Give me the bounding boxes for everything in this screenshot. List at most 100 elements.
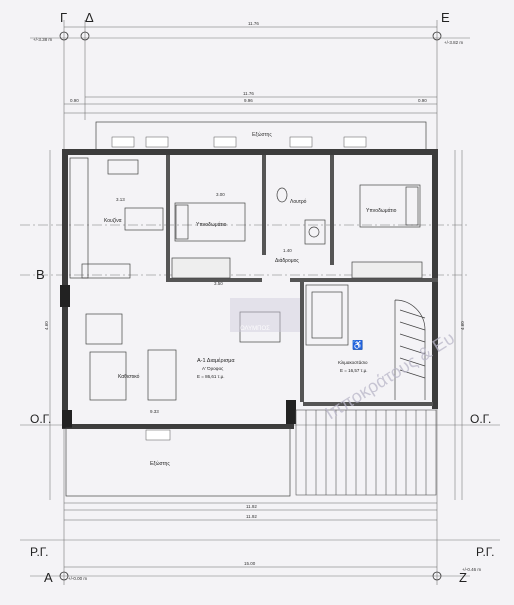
window-tag-3 xyxy=(213,136,237,148)
toilet xyxy=(276,187,288,203)
axis-markers xyxy=(59,31,442,581)
wall-bed-bath xyxy=(262,155,266,255)
armchair-group xyxy=(89,351,127,401)
axis-bubble-delta xyxy=(80,31,90,41)
apartment-floor: Α' Όροφος xyxy=(202,366,224,371)
axis-bubble-gamma xyxy=(59,31,69,41)
dim-top-overall: 11.76 xyxy=(248,21,259,26)
dim-balcony-height: 4.60 xyxy=(44,321,49,330)
watermark-logo-box xyxy=(230,298,300,332)
bedroom1: Υπνοδωμάτιο xyxy=(171,202,246,279)
dim-top-mid: 11.76 xyxy=(243,91,254,96)
interior-walls xyxy=(166,155,438,406)
sideboard xyxy=(147,349,177,401)
axis-bubble-epsilon xyxy=(432,31,442,41)
axis-label-gamma: Γ xyxy=(60,10,67,25)
spiral-stair xyxy=(394,299,426,400)
apartment-name: Α-1 Διαμέρισμα xyxy=(197,357,235,364)
dim-kitchen-width: 3.13 xyxy=(116,197,125,202)
stair-core: ♿ xyxy=(305,284,426,400)
kitchen-label: Κουζίνα xyxy=(104,218,122,224)
dim-corridor-width: 3.50 xyxy=(214,281,223,286)
dim-top-left-small: 0.90 xyxy=(70,98,79,103)
elevation-bottom-right: +/-0.46 m xyxy=(462,567,481,572)
watermark-logo: ΟΛΥΜΠΟΣ xyxy=(240,326,270,332)
wall-kitchen-bed xyxy=(166,155,170,280)
bed2 xyxy=(359,184,421,228)
axis-label-epsilon: Ε xyxy=(441,10,450,25)
dining-table-small xyxy=(124,207,164,231)
window-tag-1 xyxy=(111,136,135,148)
bedroom2: Υπνοδωμάτιο xyxy=(351,184,423,279)
stair-treads xyxy=(399,309,426,379)
dim-top-inner: 9.96 xyxy=(244,98,253,103)
window-tag-2 xyxy=(145,136,169,148)
axis-label-beta: Β xyxy=(36,267,45,282)
dim-hall-width: 1.40 xyxy=(283,248,292,253)
window-tag-4 xyxy=(289,136,313,148)
elevation-bottom-left: +/-0.00 m xyxy=(68,576,87,581)
bottom-balcony-outline xyxy=(65,427,291,497)
dim-living-width: 9.33 xyxy=(150,409,159,414)
lift-shaft xyxy=(305,284,349,346)
level-og-right: Ο.Γ. xyxy=(470,412,491,426)
column-bottom-mid xyxy=(286,400,296,424)
kitchen: Κουζίνα xyxy=(69,157,164,279)
wall-top xyxy=(62,149,438,155)
bed2-pillows xyxy=(405,186,419,226)
bottom-balcony: Εξώστης xyxy=(65,427,291,497)
living-label: Καθιστικό xyxy=(118,373,140,380)
kitchen-island xyxy=(81,263,131,279)
axis-bubble-alpha xyxy=(59,571,69,581)
sofa xyxy=(85,313,123,345)
level-labels: Ο.Γ. Ο.Γ. Ρ.Γ. Ρ.Γ. xyxy=(30,412,494,559)
axis-letters: Γ Δ Ε Α Ζ Β xyxy=(36,10,467,585)
level-rg-right: Ρ.Γ. xyxy=(476,545,494,559)
dim-lower-mid: 11.92 xyxy=(246,504,257,509)
axis-label-zeta: Ζ xyxy=(459,570,467,585)
hall-label: Διάδρομος xyxy=(275,257,299,264)
level-og-left: Ο.Γ. xyxy=(30,412,51,426)
apartment-area: Ε = 86,61 τ.μ. xyxy=(197,374,225,379)
elevation-top-left: +/-3.38 m xyxy=(33,37,52,42)
axis-bubble-zeta xyxy=(432,571,442,581)
stair-name: Κλιμακοστάσιο xyxy=(338,359,368,365)
level-rg-left: Ρ.Γ. xyxy=(30,545,48,559)
dim-bed1-width: 3.00 xyxy=(216,192,225,197)
stair-info: Κλιμακοστάσιο Ε = 16,57 τ.μ. xyxy=(338,359,368,373)
dimension-texts: 11.76 11.76 9.96 0.90 0.90 11.92 15.00 1… xyxy=(44,21,465,566)
bed1 xyxy=(174,202,246,242)
kitchen-counter xyxy=(69,157,89,279)
column-left xyxy=(60,285,70,307)
wall-stair-bottom xyxy=(303,402,433,406)
bathroom: Λουτρό xyxy=(276,187,326,245)
dim-bottom-overall: 15.00 xyxy=(244,561,256,566)
shower xyxy=(304,219,326,245)
kitchen-sink xyxy=(107,159,139,175)
elevation-top-right: +/-3.82 m xyxy=(444,40,463,45)
bottom-balcony-label: Εξώστης xyxy=(150,460,170,467)
wardrobe2 xyxy=(351,261,423,279)
bath-label: Λουτρό xyxy=(290,198,307,205)
bedroom2-label: Υπνοδωμάτιο xyxy=(366,207,397,214)
bedroom1-label: Υπνοδωμάτιο xyxy=(196,221,227,228)
wall-bottom xyxy=(62,424,294,429)
wall-stair-left xyxy=(300,282,304,402)
dimension-lines xyxy=(49,26,463,568)
axis-label-delta: Δ xyxy=(85,10,94,25)
wall-stair-top xyxy=(290,278,438,282)
wall-bed1-bottom xyxy=(166,278,262,282)
top-balcony-label: Εξώστης xyxy=(252,131,272,138)
stair-area: Ε = 16,57 τ.μ. xyxy=(340,368,368,373)
lift-car xyxy=(311,291,343,339)
window-tag-5 xyxy=(343,136,367,148)
bed1-pillows xyxy=(175,204,189,240)
dim-right-height: 4.60 xyxy=(460,321,465,330)
apartment-info: Α-1 Διαμέρισμα Α' Όροφος Ε = 86,61 τ.μ. xyxy=(197,357,235,379)
elevation-marks: +/-3.38 m +/-3.82 m +/-0.00 m +/-0.46 m xyxy=(33,37,481,581)
column-bottom-left xyxy=(62,410,72,428)
dining-table xyxy=(239,311,281,343)
window-tag-6 xyxy=(145,429,171,441)
